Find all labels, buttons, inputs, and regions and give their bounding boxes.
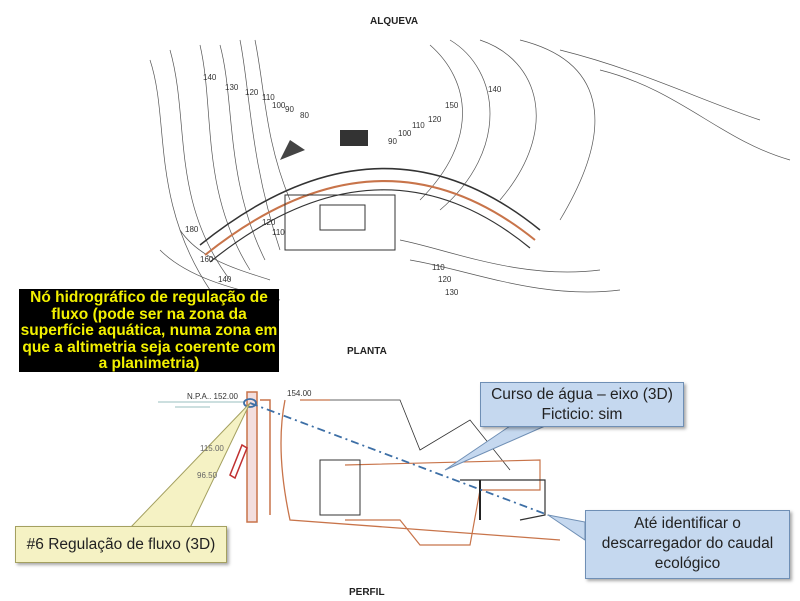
svg-text:150: 150 <box>445 101 459 110</box>
svg-text:110: 110 <box>432 263 445 272</box>
watercourse-callout-line: Curso de água – eixo (3D) <box>491 386 673 403</box>
flow-regulation-callout: #6 Regulação de fluxo (3D) <box>15 526 227 563</box>
svg-text:96.50: 96.50 <box>197 471 218 480</box>
discharge-callout-line: descarregador do caudal <box>601 535 774 552</box>
profile-label: PERFIL <box>349 587 385 598</box>
plan-label: PLANTA <box>347 346 387 357</box>
svg-text:130: 130 <box>225 83 239 92</box>
svg-text:80: 80 <box>300 111 309 120</box>
svg-text:115.00: 115.00 <box>200 444 224 453</box>
svg-text:140: 140 <box>218 275 232 284</box>
svg-text:N.P.A.. 152.00: N.P.A.. 152.00 <box>187 392 239 401</box>
plan-contour-labels: 140 130 120 110 100 90 80 150 140 120 11… <box>185 73 502 297</box>
svg-text:130: 130 <box>445 288 459 297</box>
plan-dam-arch <box>199 130 541 263</box>
plan-contours <box>149 39 791 301</box>
watercourse-callout: Curso de água – eixo (3D) Ficticio: sim <box>480 382 684 427</box>
svg-text:120: 120 <box>245 88 259 97</box>
flow-node-marker <box>243 398 257 408</box>
discharge-callout: Até identificar o descarregador do cauda… <box>585 510 790 579</box>
svg-text:110: 110 <box>412 121 425 130</box>
discharge-callout-line: ecológico <box>654 555 721 572</box>
svg-text:100: 100 <box>272 101 286 110</box>
svg-text:154.00: 154.00 <box>287 389 312 398</box>
svg-text:110: 110 <box>262 93 275 102</box>
svg-text:140: 140 <box>488 85 502 94</box>
profile-section <box>158 391 561 546</box>
flow-node-note: Nó hidrográfico de regulação de fluxo (p… <box>19 289 279 372</box>
svg-text:120: 120 <box>438 275 452 284</box>
svg-text:110: 110 <box>272 228 285 237</box>
svg-text:120: 120 <box>428 115 442 124</box>
svg-text:160: 160 <box>200 255 214 264</box>
elevation-labels: N.P.A.. 152.00 154.00 115.00 96.50 <box>187 389 312 480</box>
svg-text:90: 90 <box>285 105 294 114</box>
watercourse-callout-line: Ficticio: sim <box>541 406 623 423</box>
drawing-title: ALQUEVA <box>370 16 419 27</box>
svg-text:140: 140 <box>203 73 217 82</box>
watercourse-axis-line <box>249 402 549 516</box>
svg-text:120: 120 <box>262 218 276 227</box>
svg-text:180: 180 <box>185 225 199 234</box>
discharge-callout-line: Até identificar o <box>634 515 741 532</box>
svg-text:90: 90 <box>388 137 397 146</box>
svg-text:100: 100 <box>398 129 412 138</box>
